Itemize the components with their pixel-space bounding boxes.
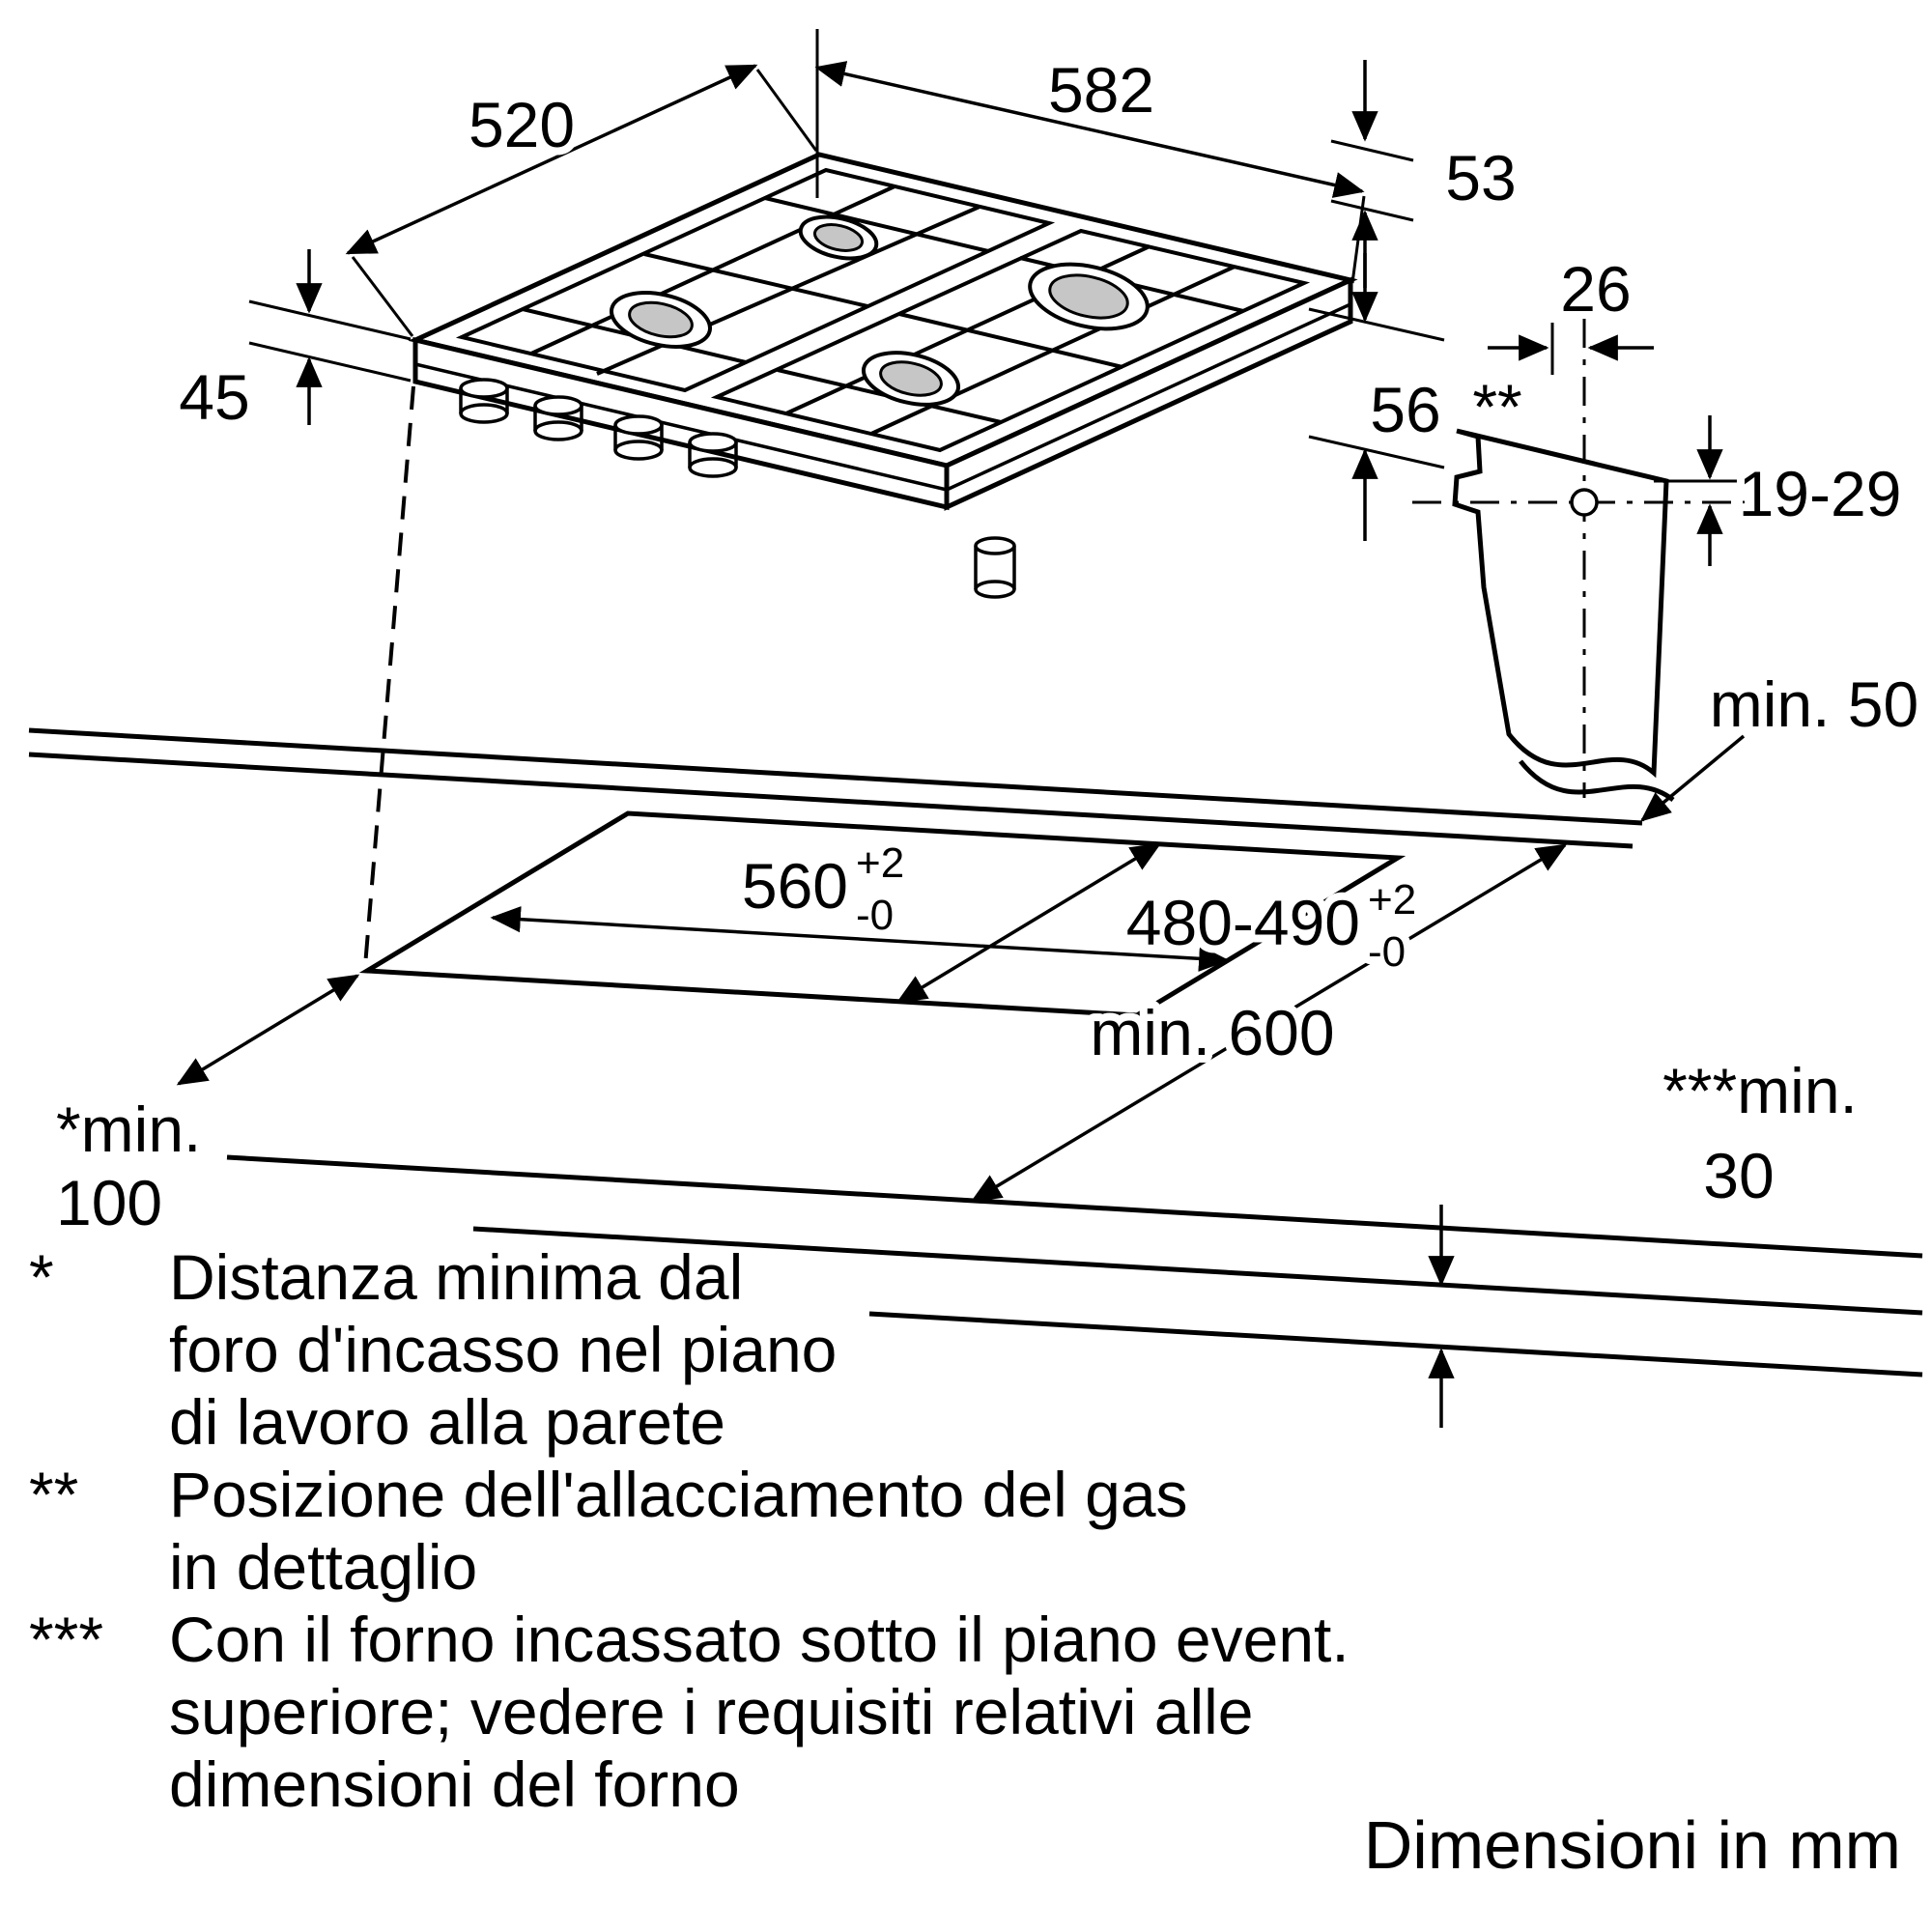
worktop-bottom-edge (472, 1226, 1923, 1316)
knob (533, 395, 583, 441)
knob (613, 414, 664, 461)
hob-drawing (408, 152, 1358, 599)
projection-dashed-line (363, 385, 415, 967)
dim-53 (1330, 60, 1414, 288)
detail-break-line (1519, 759, 1675, 802)
dim-line-480-490 (895, 842, 1162, 1004)
burner-front-left (609, 291, 713, 349)
label-19-29: 19-29 (1739, 458, 1902, 529)
label-56: 56 (1370, 374, 1440, 445)
footnote-marker-3: *** (29, 1604, 103, 1675)
grate-right (710, 228, 1311, 453)
grate-bar (898, 312, 1123, 369)
dim-line-520 (345, 64, 758, 255)
label-560: 560 (742, 850, 848, 922)
gas-detail-view (1412, 319, 1748, 802)
grate-bar (764, 196, 989, 253)
dimension-labels: 520 582 53 45 56 26 19-29 ** 560 +2 -0 4… (48, 46, 1926, 1246)
label-min600: min. 600 (1090, 997, 1334, 1068)
footnote-3-line-1: Con il forno incassato sotto il piano ev… (169, 1604, 1350, 1675)
footnote-marker-2: ** (29, 1459, 78, 1530)
units-note: Dimensioni in mm (1364, 1807, 1901, 1883)
dim-line-582 (814, 61, 1365, 198)
footnote-2-line-1: Posizione dell'allacciamento del gas (169, 1459, 1188, 1530)
label-560-tol-minus: -0 (856, 892, 894, 939)
oven-top-line (868, 1311, 1923, 1378)
label-min50: min. 50 (1710, 668, 1918, 740)
label-45: 45 (179, 361, 249, 433)
footnote-3-line-3: dimensioni del forno (169, 1748, 740, 1820)
wall-line (28, 752, 1634, 849)
gas-connection-stub (974, 536, 1016, 599)
label-min30-line1: ***min. (1662, 1055, 1858, 1126)
footnotes: * Distanza minima dal foro d'incasso nel… (29, 1241, 1901, 1883)
label-520: 520 (469, 89, 575, 160)
label-min30-line2: 30 (1703, 1140, 1774, 1211)
footnote-1-line-3: di lavoro alla parete (169, 1386, 725, 1458)
knob (688, 432, 738, 478)
footnote-1-line-1: Distanza minima dal (169, 1241, 743, 1313)
footnote-3-line-2: superiore; vedere i requisiti relativi a… (169, 1676, 1254, 1747)
label-min100-line2: 100 (56, 1167, 162, 1238)
detail-outline (1452, 428, 1669, 779)
dimensions (176, 29, 1746, 1428)
burner-front-right (861, 351, 961, 407)
dim-line-min50 (1639, 734, 1746, 822)
footnote-1-line-2: foro d'incasso nel piano (169, 1314, 837, 1385)
label-gas-ref-asterisks: ** (1472, 371, 1521, 442)
hob-rim-step (414, 302, 1351, 492)
dim-line-min600 (970, 843, 1568, 1203)
footnote-2-line-2: in dettaglio (169, 1531, 477, 1603)
worktop-drawing (28, 385, 1923, 1378)
label-53: 53 (1445, 142, 1516, 213)
dim-56 (1308, 253, 1445, 541)
hob-top-face (408, 152, 1358, 469)
label-26: 26 (1560, 253, 1631, 325)
label-480-tol-plus: +2 (1368, 876, 1416, 923)
control-knobs (459, 378, 738, 478)
label-582: 582 (1048, 54, 1154, 126)
gas-connection-point (1570, 488, 1599, 517)
worktop-front-edge (226, 1154, 1923, 1259)
burner-back-right-large (1028, 262, 1150, 331)
footnote-marker-1: * (29, 1241, 54, 1313)
label-560-tol-plus: +2 (856, 839, 904, 887)
worktop-back-edge (28, 727, 1643, 826)
knob (459, 378, 509, 424)
label-min100-line1: *min. (56, 1094, 201, 1165)
label-480-490: 480-490 (1126, 887, 1360, 958)
burner-back-left (798, 214, 879, 261)
hob-right-rim (944, 276, 1353, 511)
dim-45 (248, 249, 412, 425)
grate-bar (643, 252, 868, 308)
dim-line-min100 (176, 974, 360, 1086)
label-480-tol-minus: -0 (1368, 928, 1406, 976)
